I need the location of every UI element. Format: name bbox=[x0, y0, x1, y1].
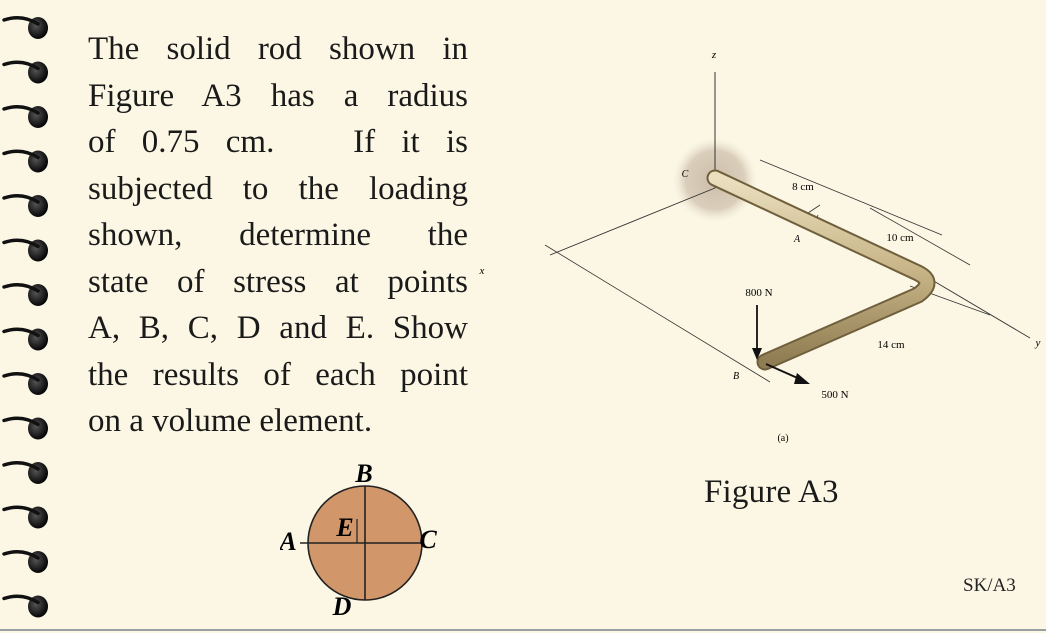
dimension-8cm: 8 cm bbox=[792, 181, 814, 193]
binding-ring bbox=[2, 194, 48, 217]
problem-statement: The solid rod shown in Figure A3 has a r… bbox=[88, 26, 468, 445]
y-axis-label: y bbox=[1035, 337, 1041, 349]
point-label-a-fig: A bbox=[793, 234, 801, 245]
rod-body bbox=[708, 171, 934, 369]
problem-line: A, B, C, D and E. Show bbox=[88, 310, 468, 346]
spiral-binding bbox=[2, 16, 48, 618]
binding-ring bbox=[2, 594, 48, 618]
problem-line: on a volume element. bbox=[88, 403, 373, 439]
binding-ring bbox=[2, 416, 48, 440]
point-label-d: D bbox=[332, 592, 352, 621]
dim-line-10cm bbox=[869, 207, 971, 266]
problem-line: the results of each point bbox=[88, 356, 468, 393]
figure-caption: Figure A3 bbox=[704, 474, 839, 510]
page-code: SK/A3 bbox=[963, 575, 1016, 596]
x-axis-line bbox=[549, 187, 716, 256]
cross-section-diagram: B A E C D bbox=[280, 459, 437, 621]
problem-line: Figure A3 has a radius bbox=[88, 77, 468, 114]
subfigure-label: (a) bbox=[777, 433, 788, 444]
z-axis-label: z bbox=[711, 49, 717, 61]
binding-ring bbox=[2, 149, 48, 173]
point-label-e: E bbox=[335, 513, 353, 542]
binding-ring bbox=[2, 16, 48, 39]
x-dim-line bbox=[544, 244, 771, 383]
load-arrowhead-800n bbox=[752, 348, 762, 360]
binding-ring bbox=[2, 372, 48, 395]
dim-line-8cm bbox=[759, 159, 943, 236]
bottom-rule bbox=[0, 629, 1046, 631]
point-label-c-fig: C bbox=[682, 169, 689, 180]
binding-ring bbox=[2, 105, 48, 128]
binding-ring bbox=[2, 505, 48, 529]
dimension-14cm: 14 cm bbox=[877, 339, 905, 351]
problem-line: state of stress at points bbox=[88, 263, 468, 300]
problem-line: of 0.75 cm. If it is bbox=[88, 124, 468, 160]
point-label-a: A bbox=[280, 527, 297, 556]
point-label-c: C bbox=[419, 525, 437, 554]
y-axis-line bbox=[931, 279, 1031, 339]
binding-ring bbox=[2, 283, 48, 306]
load-label-800n: 800 N bbox=[745, 287, 772, 299]
binding-ring bbox=[2, 238, 48, 262]
x-axis-label: x bbox=[479, 265, 485, 277]
problem-line: The solid rod shown in bbox=[88, 31, 468, 67]
load-label-500n: 500 N bbox=[821, 389, 848, 401]
point-label-b-fig: B bbox=[733, 371, 739, 382]
binding-ring bbox=[2, 550, 48, 573]
load-arrowhead-500n bbox=[794, 373, 810, 384]
point-label-b: B bbox=[354, 459, 372, 488]
rod-loading-figure: z x y C A B 8 cm 10 cm 14 cm 800 N 500 N bbox=[479, 49, 1041, 444]
binding-ring bbox=[2, 60, 48, 84]
problem-line: shown, determine the bbox=[88, 217, 468, 253]
binding-ring bbox=[2, 461, 48, 484]
binding-ring bbox=[2, 327, 48, 351]
problem-line: subjected to the loading bbox=[88, 170, 468, 207]
dimension-10cm: 10 cm bbox=[886, 232, 914, 244]
